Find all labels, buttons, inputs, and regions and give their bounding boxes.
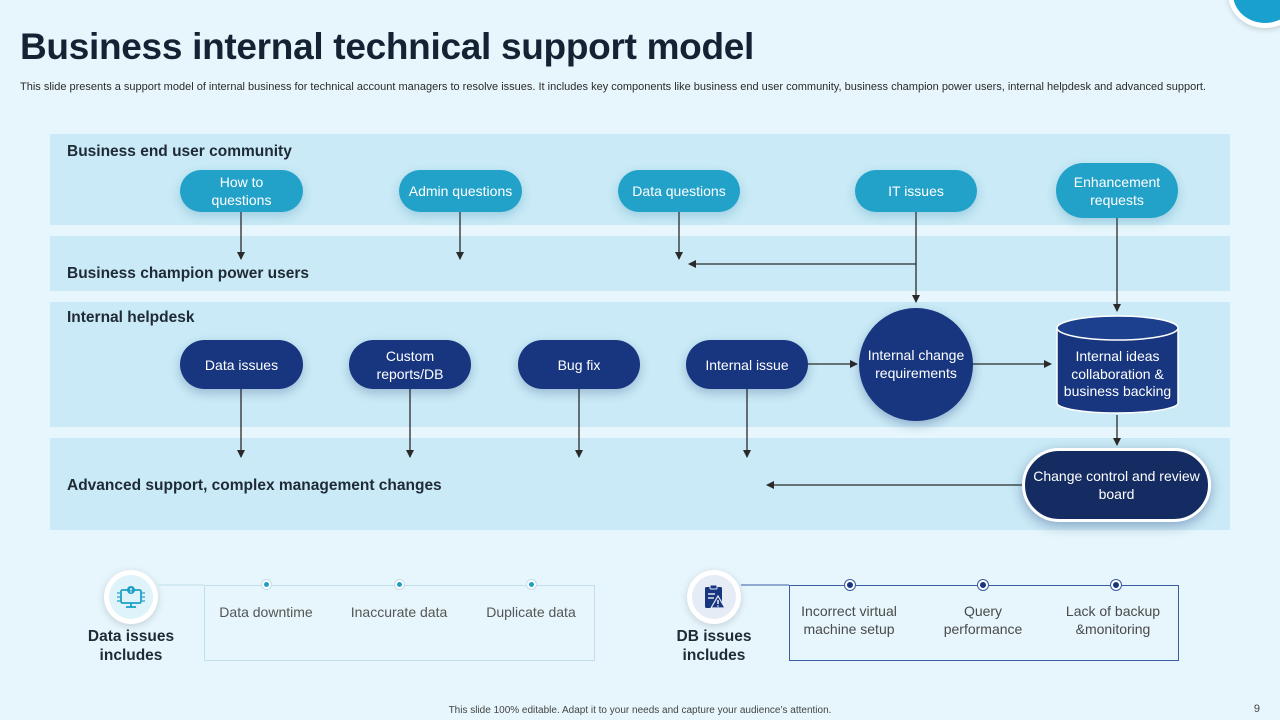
dot-virtual-machine xyxy=(845,580,855,590)
item-virtual-machine: Incorrect virtual machine setup xyxy=(801,603,897,637)
clipboard-alert-icon xyxy=(705,584,727,609)
dot-query-performance xyxy=(978,580,988,590)
label-end-user-community: Business end user community xyxy=(67,143,292,160)
cylinder-shape xyxy=(1056,315,1179,414)
db-issues-includes-label: DB issues includes xyxy=(676,628,752,664)
node-custom-reports: Custom reports/DB xyxy=(349,340,471,389)
db-issues-badge xyxy=(687,570,741,624)
item-query-performance: Query performance xyxy=(943,603,1023,637)
dot-duplicate-data xyxy=(527,580,536,589)
dot-backup-monitoring xyxy=(1111,580,1121,590)
node-admin-questions: Admin questions xyxy=(399,170,522,212)
item-inaccurate-data: Inaccurate data xyxy=(350,604,448,620)
node-data-issues: Data issues xyxy=(180,340,303,389)
data-issues-box xyxy=(204,585,595,661)
page-number: 9 xyxy=(1253,703,1260,715)
node-bug-fix: Bug fix xyxy=(518,340,640,389)
slide-title: Business internal technical support mode… xyxy=(20,26,755,67)
label-power-users: Business champion power users xyxy=(67,265,310,282)
data-issues-badge xyxy=(104,570,158,624)
dot-inaccurate-data xyxy=(395,580,404,589)
slide-footer: This slide 100% editable. Adapt it to yo… xyxy=(448,705,832,716)
node-internal-change-requirements: Internal change requirements xyxy=(859,308,973,421)
item-backup-monitoring: Lack of backup &monitoring xyxy=(1065,603,1161,637)
node-internal-issue: Internal issue xyxy=(686,340,808,389)
label-internal-helpdesk: Internal helpdesk xyxy=(67,309,195,326)
band-power-users xyxy=(50,236,1230,291)
monitor-alert-icon xyxy=(117,586,145,608)
label-advanced-support: Advanced support, complex management cha… xyxy=(67,477,442,494)
data-issues-includes-label: Data issues includes xyxy=(87,628,175,664)
slide-subtitle: This slide presents a support model of i… xyxy=(20,81,1206,93)
node-data-questions: Data questions xyxy=(618,170,740,212)
item-data-downtime: Data downtime xyxy=(219,604,313,620)
node-internal-ideas: Internal ideas collaboration & business … xyxy=(1063,348,1172,399)
node-enhancement-requests: Enhancement requests xyxy=(1056,163,1178,218)
item-duplicate-data: Duplicate data xyxy=(486,604,576,620)
node-it-issues: IT issues xyxy=(855,170,977,212)
node-change-control-board: Change control and review board xyxy=(1022,448,1211,522)
node-how-to-questions: How to questions xyxy=(180,170,303,212)
dot-data-downtime xyxy=(262,580,271,589)
